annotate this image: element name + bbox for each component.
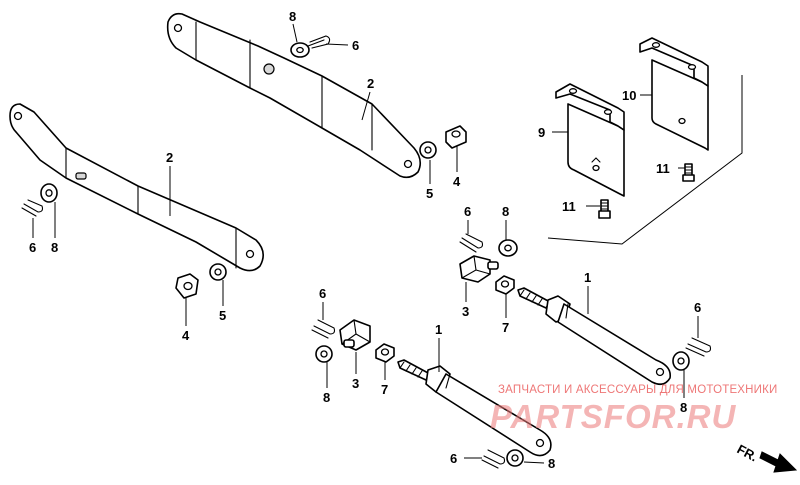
callout-8: 8 — [680, 400, 687, 415]
bracket-plate-9 — [555, 83, 625, 197]
joint-3-left — [339, 319, 371, 351]
pin-6-upper — [307, 35, 331, 49]
callout-6: 6 — [319, 286, 326, 301]
callout-labels: 8 6 2 5 4 2 6 8 4 5 6 8 3 7 1 6 8 6 3 7 … — [29, 9, 701, 471]
callout-7: 7 — [381, 382, 388, 397]
washer-8-left — [40, 183, 58, 203]
bolt-11-upper — [682, 163, 695, 182]
callout-4: 4 — [182, 328, 190, 343]
callout-7: 7 — [502, 320, 509, 335]
stay-bar-2-lower — [9, 103, 264, 272]
callout-6: 6 — [694, 300, 701, 315]
callout-6: 6 — [29, 240, 36, 255]
pin-6-mid — [459, 233, 484, 253]
callout-1: 1 — [584, 270, 591, 285]
callout-5: 5 — [426, 186, 433, 201]
front-arrow-icon — [759, 451, 798, 473]
callout-8: 8 — [502, 204, 509, 219]
callout-1: 1 — [435, 322, 442, 337]
pin-6-bottom — [481, 449, 506, 469]
callout-6: 6 — [352, 38, 359, 53]
bracket-plate-10 — [639, 37, 709, 151]
callout-2: 2 — [367, 76, 374, 91]
callout-6: 6 — [464, 204, 471, 219]
rod-1-left — [397, 359, 552, 457]
nut-4-left — [175, 273, 199, 299]
callout-2: 2 — [166, 150, 173, 165]
callout-10: 10 — [622, 88, 636, 103]
front-direction-label: FR. — [735, 441, 761, 464]
pin-6-left — [21, 199, 44, 217]
washer-8-bottom — [506, 449, 524, 467]
front-direction-marker: FR. — [735, 441, 798, 473]
pin-6-mid-left — [311, 319, 336, 339]
leader-lines — [32, 23, 699, 464]
callout-8: 8 — [289, 9, 296, 24]
watermark-caption: ЗАПЧАСТИ И АКСЕССУАРЫ ДЛЯ МОТОТЕХНИКИ — [498, 384, 778, 396]
joint-3-right — [459, 255, 499, 283]
bracket-frame — [547, 75, 743, 245]
callout-8: 8 — [323, 390, 330, 405]
washer-8-mid-left — [315, 345, 333, 363]
nut-7-left — [375, 343, 395, 363]
callout-9: 9 — [538, 125, 545, 140]
callout-5: 5 — [219, 308, 226, 323]
washer-5-left — [209, 263, 227, 281]
bolt-11-lower — [598, 199, 611, 219]
washer-8-upper — [290, 42, 310, 58]
callout-3: 3 — [352, 376, 359, 391]
nut-7-right — [495, 275, 515, 295]
callout-8: 8 — [548, 456, 555, 471]
callout-3: 3 — [462, 304, 469, 319]
stay-bar-2-upper — [166, 12, 422, 179]
callout-4: 4 — [453, 174, 461, 189]
watermark-logo: PARTSFOR.RU — [490, 398, 737, 435]
callout-8: 8 — [51, 240, 58, 255]
washer-8-right — [672, 351, 690, 371]
rod-1-right — [517, 287, 672, 386]
pin-6-right — [685, 337, 712, 357]
callout-11: 11 — [562, 199, 576, 214]
callout-6: 6 — [450, 451, 457, 466]
washer-8-mid — [498, 239, 518, 257]
washer-5-right — [419, 141, 437, 159]
callout-11: 11 — [656, 161, 670, 176]
nut-4-right — [445, 125, 467, 149]
